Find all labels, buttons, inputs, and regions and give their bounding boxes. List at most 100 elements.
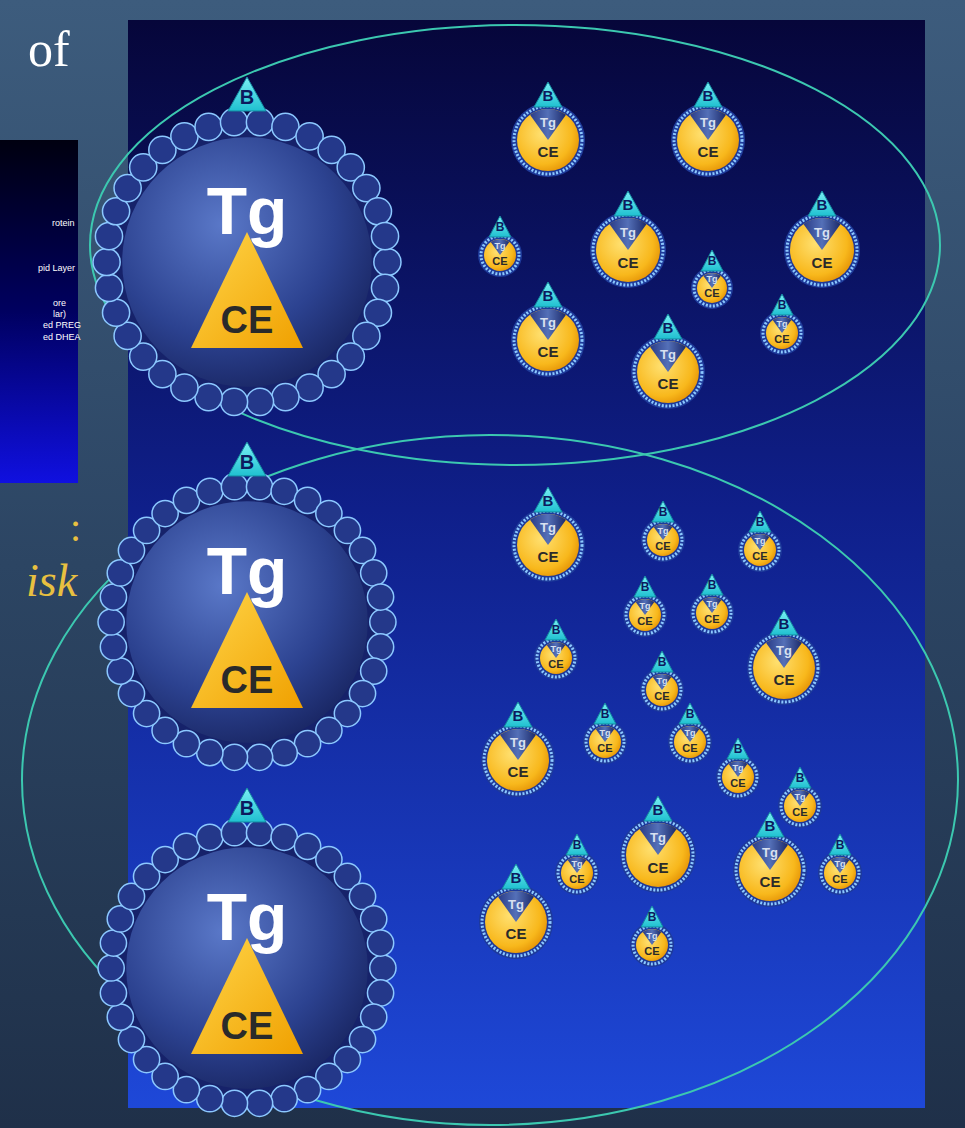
- phospholipid-bead: [107, 1004, 133, 1030]
- phospholipid-bead: [296, 374, 323, 401]
- phospholipid-beads: [481, 236, 519, 274]
- apolipoprotein-label: B: [479, 870, 553, 885]
- phospholipid-beads: [821, 854, 859, 892]
- apolipoprotein-label: B: [691, 255, 733, 267]
- triglyceride-wedge: [530, 109, 566, 140]
- triglyceride-label: Tg: [631, 348, 705, 361]
- triglyceride-wedge: [803, 218, 840, 250]
- lipoprotein-particle: BTgCE: [478, 216, 522, 277]
- legend-text: ore lar): [53, 298, 75, 320]
- lipoprotein-particle: BTgCE: [481, 702, 555, 797]
- cholesteryl-ester-core: [485, 891, 547, 953]
- phospholipid-layer: [107, 122, 388, 403]
- triglyceride-label: Tg: [784, 226, 860, 239]
- triglyceride-label: Tg: [511, 521, 585, 534]
- phospholipid-bead: [173, 833, 199, 859]
- phospholipid-bead: [95, 223, 122, 250]
- group-ellipse: [22, 435, 958, 1125]
- triglyceride-label: Tg: [818, 860, 862, 869]
- triglyceride-wedge: [751, 534, 770, 550]
- phospholipid-beads: [633, 926, 671, 964]
- triglyceride-label: Tg: [481, 736, 555, 749]
- ester-label: CE: [511, 144, 585, 159]
- ester-label: CE: [97, 661, 397, 699]
- ester-label: CE: [623, 616, 667, 627]
- cholesteryl-ester-wedge: [191, 592, 303, 708]
- lipoprotein-particle: BTgCE: [511, 282, 585, 377]
- lipoprotein-particle: BTgCE: [690, 574, 734, 635]
- triglyceride-wedge: [703, 273, 720, 288]
- triglyceride-wedge: [643, 929, 662, 945]
- triglyceride-wedge: [791, 790, 810, 806]
- lipoprotein-particle: BTgCE: [760, 294, 804, 355]
- apolipoprotein-label: B: [784, 197, 860, 212]
- cholesteryl-ester-core: [674, 726, 706, 758]
- phospholipid-layer: [694, 270, 730, 306]
- phospholipid-bead: [271, 1086, 297, 1112]
- triglyceride-wedge: [530, 514, 566, 545]
- phospholipid-layer: [719, 758, 757, 796]
- phospholipid-layer: [586, 723, 624, 761]
- phospholipid-bead: [367, 584, 393, 610]
- phospholipid-bead: [100, 930, 126, 956]
- phospholipid-beads: [586, 723, 624, 761]
- apolipoprotein-label: B: [760, 299, 804, 311]
- phospholipid-layer: [763, 314, 801, 352]
- ester-label: CE: [668, 743, 712, 754]
- apolipoprotein-label: B: [716, 743, 760, 755]
- lipoprotein-particle: BTgCE: [623, 576, 667, 637]
- triglyceride-label: Tg: [590, 226, 666, 239]
- apolipoprotein-label: B: [630, 911, 674, 923]
- triglyceride-label: Tg: [641, 527, 685, 536]
- phospholipid-bead: [246, 388, 273, 415]
- legend-text: pid Layer: [38, 263, 75, 274]
- phospholipid-beads: [674, 106, 742, 174]
- phospholipid-layer: [781, 787, 819, 825]
- lipoprotein-particle: BTgCE: [479, 864, 553, 959]
- phospholipid-bead: [221, 744, 247, 770]
- phospholipid-layer: [643, 671, 681, 709]
- triglyceride-wedge: [690, 109, 726, 140]
- phospholipid-layer: [693, 594, 731, 632]
- cholesteryl-ester-core: [561, 857, 593, 889]
- cholesteryl-ester-wedge: [191, 232, 303, 348]
- phospholipid-bead: [271, 740, 297, 766]
- cholesteryl-ester-core: [784, 790, 816, 822]
- triglyceride-wedge: [831, 857, 850, 873]
- phospholipid-bead: [374, 248, 401, 275]
- cholesteryl-ester-core: [629, 599, 661, 631]
- triglyceride-label: Tg: [97, 538, 397, 604]
- phospholipid-bead: [221, 474, 247, 500]
- phospholipid-layer: [671, 723, 709, 761]
- phospholipid-layer: [514, 511, 582, 579]
- phospholipid-bead: [195, 383, 222, 410]
- triglyceride-wedge: [752, 839, 788, 870]
- phospholipid-layer: [482, 888, 550, 956]
- phospholipid-layer: [633, 926, 671, 964]
- phospholipid-beads: [719, 758, 757, 796]
- cholesteryl-ester-core: [790, 218, 854, 282]
- apolipoprotein-label: B: [733, 818, 807, 833]
- ester-label: CE: [716, 778, 760, 789]
- cholesteryl-ester-core: [697, 273, 727, 303]
- apolipoprotein-label: B: [640, 656, 684, 668]
- phospholipid-bead: [272, 113, 299, 140]
- lipoprotein-particle: BTgCE: [555, 834, 599, 895]
- triglyceride-wedge: [609, 218, 646, 250]
- apolipoprotein-label: B: [620, 802, 696, 817]
- phospholipid-bead: [246, 109, 273, 136]
- apolipoprotein-label: B: [668, 708, 712, 720]
- phospholipid-layer: [558, 854, 596, 892]
- apolipoprotein-label: B: [690, 579, 734, 591]
- phospholipid-layer: [644, 521, 682, 559]
- phospholipid-beads: [558, 854, 596, 892]
- phospholipid-beads: [643, 671, 681, 709]
- apolipoprotein-label: B: [511, 288, 585, 303]
- triglyceride-wedge: [596, 726, 615, 742]
- phospholipid-layer: [736, 836, 804, 904]
- lipoprotein-particle: BTgCE: [747, 610, 821, 705]
- legend-text: rotein: [52, 218, 75, 229]
- triglyceride-wedge: [773, 317, 792, 333]
- phospholipid-bead: [367, 634, 393, 660]
